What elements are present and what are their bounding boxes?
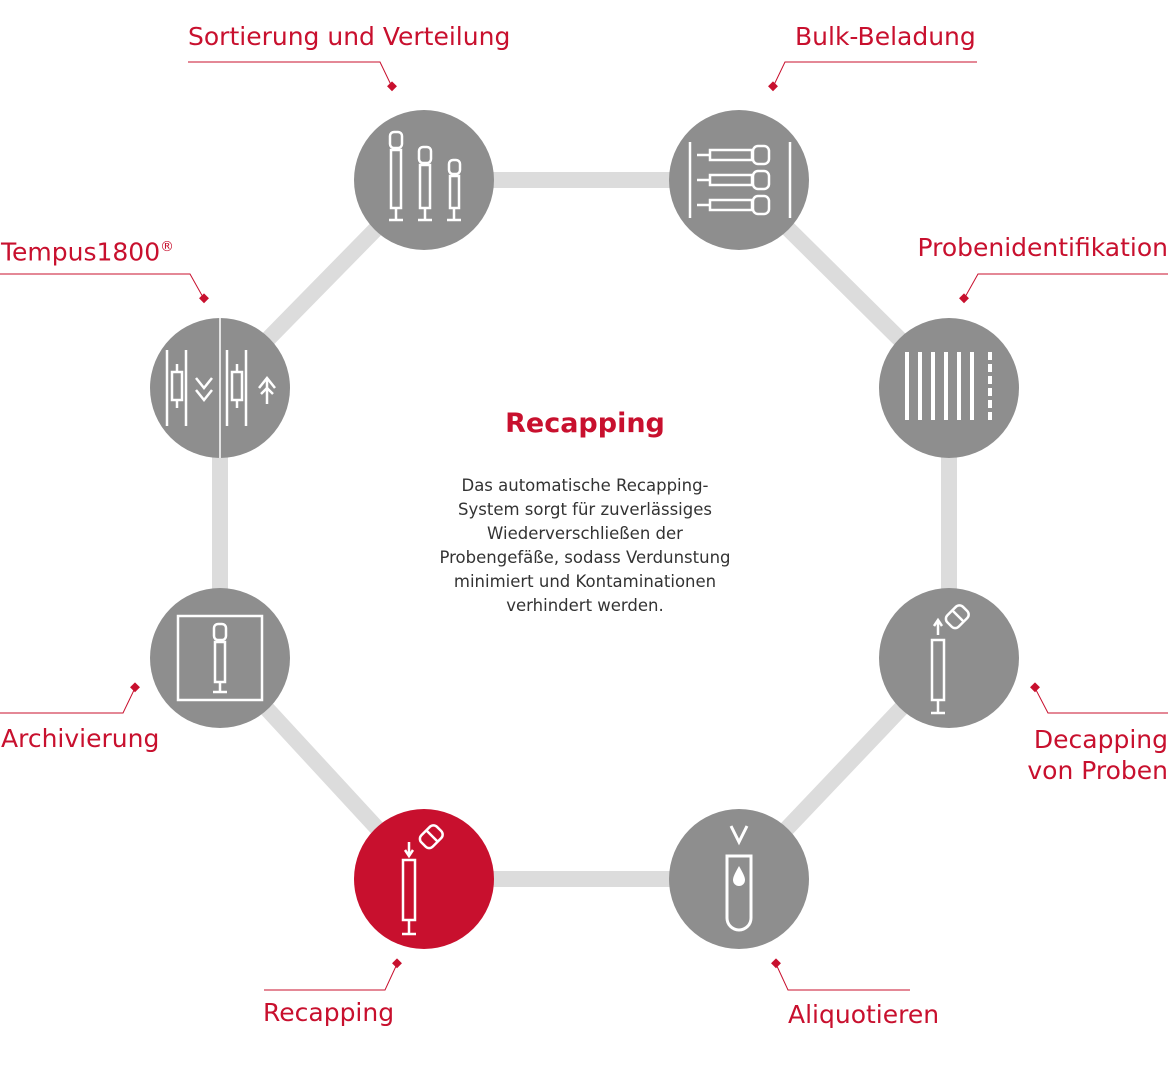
node-tempus[interactable]	[150, 318, 290, 458]
node-circle[interactable]	[879, 318, 1019, 458]
recap-tube-icon	[401, 824, 444, 936]
tube-rack-loading-icon	[688, 142, 792, 218]
leader-dot	[130, 682, 140, 693]
node-circle[interactable]	[669, 110, 809, 250]
node-recapping[interactable]	[354, 809, 494, 949]
leader-sortierung	[188, 61, 393, 88]
leader-archivierung	[0, 687, 136, 714]
label-decapping[interactable]: Decapping von Proben	[1027, 724, 1168, 786]
tempus-send-receive-icon	[165, 318, 276, 458]
node-aliquotieren[interactable]	[669, 809, 809, 949]
label-decapping-line2: von Proben	[1027, 756, 1168, 785]
label-aliquotieren[interactable]: Aliquotieren	[788, 1000, 940, 1029]
leader-bulk	[772, 61, 977, 88]
leader-recapping	[264, 963, 398, 991]
node-circle[interactable]	[354, 110, 494, 250]
leader-probenid	[963, 273, 1168, 300]
leader-dot	[771, 958, 781, 969]
label-bulk[interactable]: Bulk-Beladung	[795, 22, 976, 51]
leader-dot	[387, 81, 397, 92]
label-archivierung[interactable]: Archivierung	[1, 724, 160, 753]
node-sortierung[interactable]	[354, 110, 494, 250]
label-tempus[interactable]: Tempus1800®	[1, 232, 174, 267]
node-circle[interactable]	[879, 588, 1019, 728]
archive-tube-icon	[176, 614, 264, 702]
node-archivierung[interactable]	[150, 588, 290, 728]
leader-dot	[199, 293, 209, 304]
leader-dot	[392, 958, 402, 969]
aliquot-tube-drop-icon	[725, 825, 753, 932]
leader-dot	[959, 293, 969, 304]
node-probenid[interactable]	[879, 318, 1019, 458]
leader-dot	[1030, 682, 1040, 693]
label-sortierung[interactable]: Sortierung und Verteilung	[188, 22, 511, 51]
barcode-icon	[905, 352, 992, 420]
label-decapping-line1: Decapping	[1033, 725, 1168, 754]
node-bulk[interactable]	[669, 110, 809, 250]
label-recapping[interactable]: Recapping	[263, 998, 395, 1027]
node-circle[interactable]	[150, 588, 290, 728]
leader-dot	[768, 81, 778, 92]
center-description: Das automatische Recapping-System sorgt …	[439, 476, 731, 615]
decap-tube-icon	[930, 604, 970, 715]
label-tempus-text: Tempus1800	[1, 237, 161, 267]
node-circle[interactable]	[354, 809, 494, 949]
leader-lines	[0, 61, 1168, 991]
leader-decapping	[1034, 687, 1168, 714]
node-decapping[interactable]	[879, 588, 1019, 728]
three-tubes-sorting-icon	[388, 130, 462, 222]
registered-mark: ®	[160, 239, 174, 255]
center-title: Recapping	[505, 408, 665, 439]
leader-tempus	[0, 273, 205, 300]
label-probenid[interactable]: Probenidentifikation	[917, 233, 1168, 262]
leader-aliquotieren	[775, 963, 910, 991]
